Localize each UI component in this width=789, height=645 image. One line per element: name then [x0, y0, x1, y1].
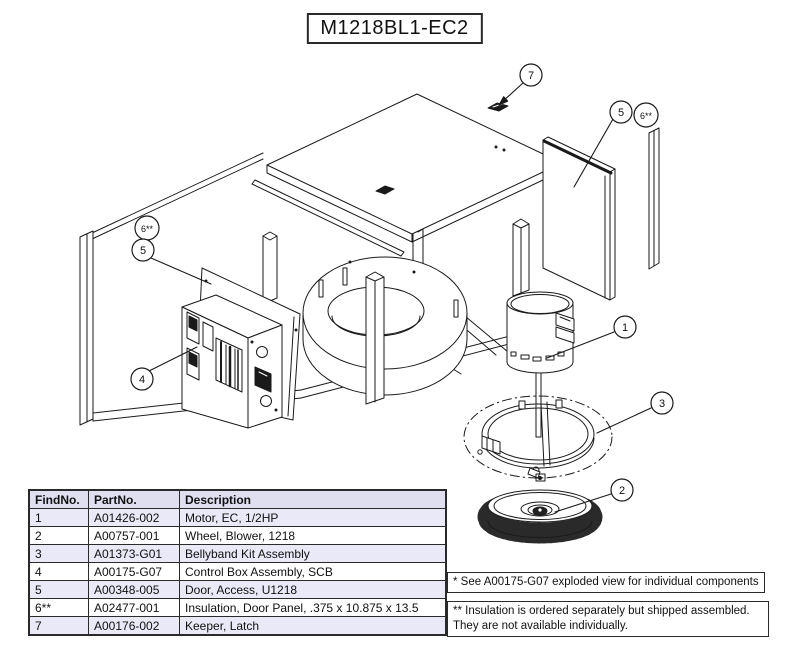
callout-4: 4: [130, 367, 154, 391]
table-row: 7 A00176-002 Keeper, Latch: [28, 616, 447, 636]
callout-4-label: 4: [139, 374, 145, 386]
cell-partno: A01373-G01: [88, 544, 180, 563]
callout-6-left: 6**: [134, 215, 160, 241]
table-row: 2 A00757-001 Wheel, Blower, 1218: [28, 526, 447, 545]
corner-post-right: [512, 218, 530, 297]
callout-3-label: 3: [659, 398, 665, 410]
blower-housing: [302, 256, 468, 396]
callout-leaders: [148, 82, 652, 513]
parts-table-header-row: FindNo. PartNo. Description: [28, 489, 447, 509]
cell-findno: 3: [28, 544, 89, 563]
callout-6-right-label: 6**: [640, 111, 653, 121]
callout-6-left-label: 6**: [141, 224, 154, 234]
cell-findno: 1: [28, 508, 89, 527]
callout-2-label: 2: [619, 485, 625, 497]
latch-keeper: [487, 102, 509, 112]
cell-description: Insulation, Door Panel, .375 x 10.875 x …: [179, 598, 447, 617]
cell-description: Door, Access, U1218: [179, 580, 447, 599]
callout-7-label: 7: [528, 70, 534, 82]
callout-1: 1: [613, 315, 637, 339]
table-row: 1 A01426-002 Motor, EC, 1/2HP: [28, 508, 447, 527]
callout-balloons: 7 5 6** 6** 5 4: [130, 63, 674, 502]
drawing-title: M1218BL1-EC2: [306, 13, 483, 44]
cell-partno: A01426-002: [88, 508, 180, 527]
callout-2: 2: [610, 478, 634, 502]
parts-table: FindNo. PartNo. Description 1 A01426-002…: [28, 489, 447, 636]
blower-wheel: [477, 473, 603, 544]
cell-description: Control Box Assembly, SCB: [179, 562, 447, 581]
callout-5-left: 5: [131, 238, 155, 262]
bellyband: [463, 395, 613, 479]
door-panel-right: [542, 127, 660, 301]
table-row: 5 A00348-005 Door, Access, U1218: [28, 580, 447, 599]
cell-description: Bellyband Kit Assembly: [179, 544, 447, 563]
cell-description: Wheel, Blower, 1218: [179, 526, 447, 545]
cell-partno: A00348-005: [88, 580, 180, 599]
cell-findno: 2: [28, 526, 89, 545]
cell-partno: A00175-G07: [88, 562, 180, 581]
callout-7: 7: [519, 63, 543, 87]
table-row: 6** A02477-001 Insulation, Door Panel, .…: [28, 598, 447, 617]
cell-partno: A02477-001: [88, 598, 180, 617]
cell-findno: 4: [28, 562, 89, 581]
col-header-findno: FindNo.: [28, 489, 89, 509]
table-row: 3 A01373-G01 Bellyband Kit Assembly: [28, 544, 447, 563]
cabinet-frame: [79, 152, 541, 426]
table-row: 4 A00175-G07 Control Box Assembly, SCB: [28, 562, 447, 581]
callout-3: 3: [650, 391, 674, 415]
callout-5-right-label: 5: [618, 107, 624, 119]
callout-5-right: 5: [609, 100, 633, 124]
note-insulation: ** Insulation is ordered separately but …: [447, 601, 769, 637]
callout-5-left-label: 5: [140, 245, 146, 257]
col-header-description: Description: [179, 489, 447, 509]
parts-table-body: 1 A01426-002 Motor, EC, 1/2HP 2 A00757-0…: [28, 508, 447, 636]
cell-partno: A00757-001: [88, 526, 180, 545]
note-exploded-view: * See A00175-G07 exploded view for indiv…: [447, 572, 765, 593]
control-box: [181, 294, 283, 429]
note-insulation-line1: ** Insulation is ordered separately but …: [453, 605, 750, 617]
cell-partno: A00176-002: [88, 616, 180, 636]
corner-post: [365, 271, 385, 405]
motor: [506, 291, 575, 438]
cell-findno: 5: [28, 580, 89, 599]
callout-1-label: 1: [622, 322, 628, 334]
col-header-partno: PartNo.: [88, 489, 180, 509]
callout-6-right: 6**: [633, 102, 659, 128]
cell-findno: 6**: [28, 598, 89, 617]
cell-findno: 7: [28, 616, 89, 636]
note-insulation-line2: They are not available individually.: [453, 619, 628, 632]
cell-description: Motor, EC, 1/2HP: [179, 508, 447, 527]
cell-description: Keeper, Latch: [179, 616, 447, 636]
